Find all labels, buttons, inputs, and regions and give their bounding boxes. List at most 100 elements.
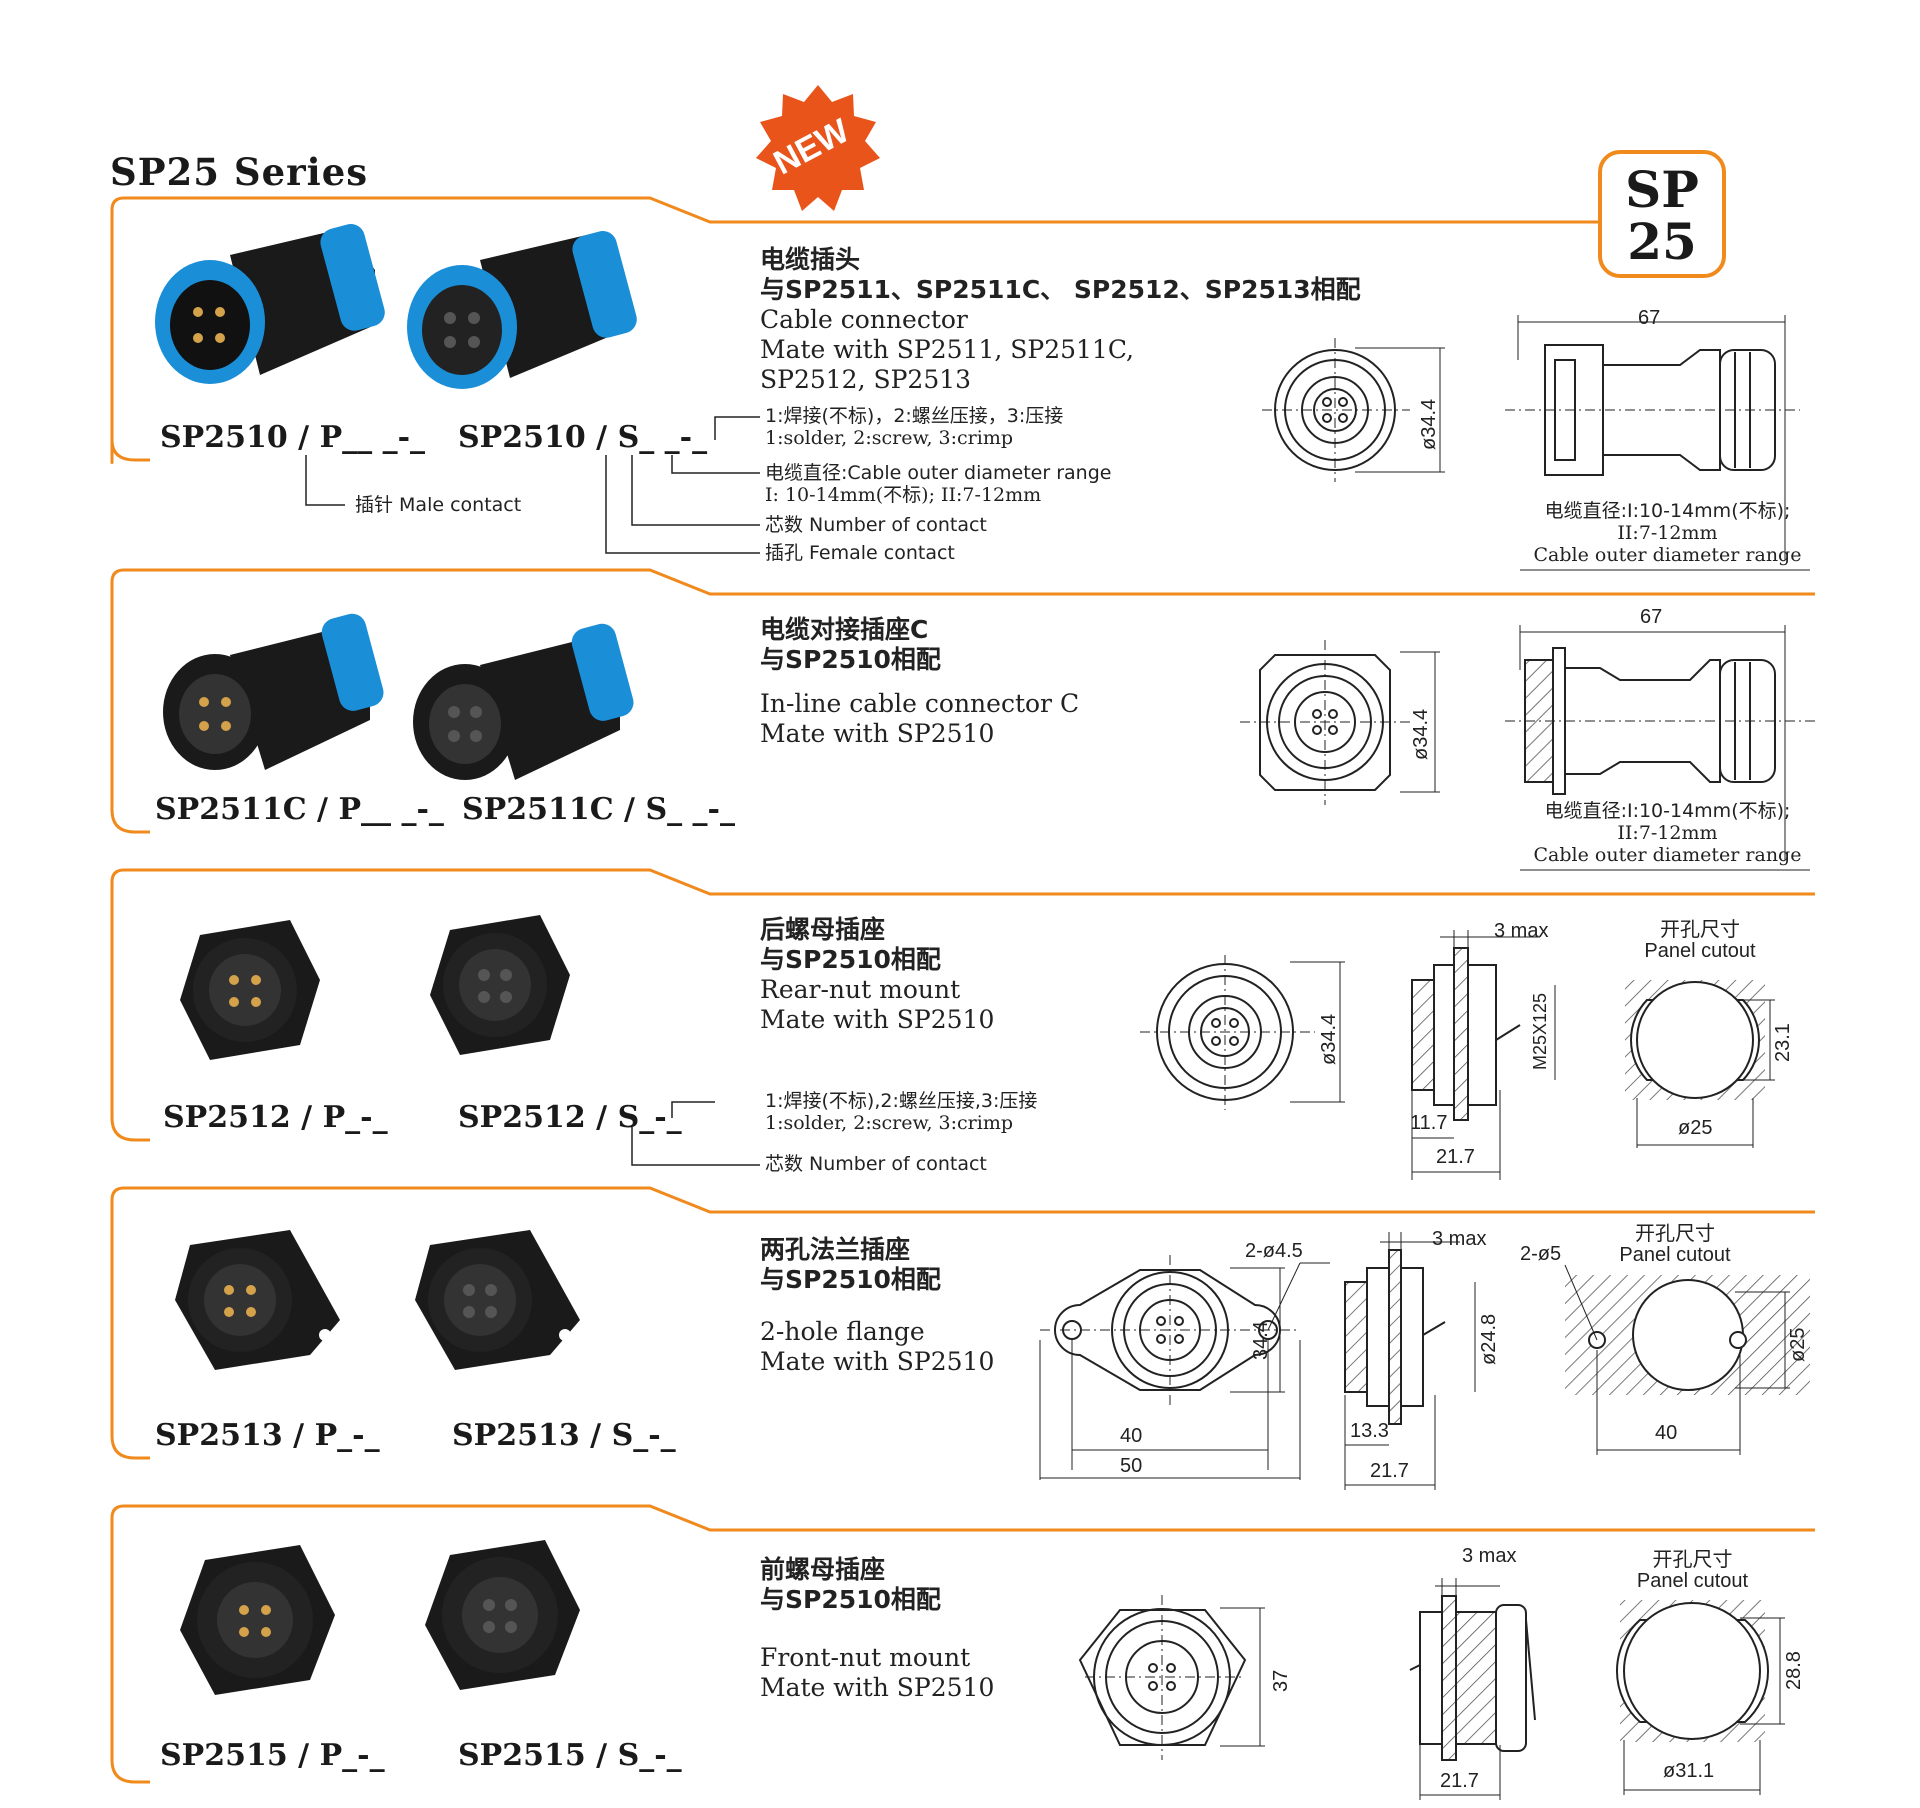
s3-model-female: SP2512 / S_-_ — [458, 1100, 682, 1135]
s5-description: 前螺母插座 与SP2510相配 Front-nut mount Mate wit… — [760, 1555, 994, 1703]
series-badge-line1: SP — [1625, 160, 1699, 219]
s2-dim-length: 67 — [1640, 606, 1663, 628]
s3-mate-cn: 与SP2510相配 — [760, 945, 941, 974]
s4-cutout-width: 40 — [1655, 1422, 1678, 1444]
s4-title-en: 2-hole flange — [760, 1317, 925, 1346]
s4-side-view — [1344, 1232, 1476, 1490]
s3-note-contact-type-cn: 1:焊接(不标),2:螺丝压接,3:压接 — [765, 1090, 1038, 1112]
s1-note-male: 插针 Male contact — [355, 494, 522, 516]
s1-note-contact-type-en: 1:solder, 2:screw, 3:crimp — [765, 427, 1014, 449]
s4-title-cn: 两孔法兰插座 — [760, 1235, 911, 1264]
s1-note-contact-type: 1:焊接(不标)，2:螺丝压接，3:压接 1:solder, 2:screw, … — [765, 405, 1063, 449]
s1-model-female: SP2510 / S_ _-_ — [458, 420, 708, 455]
s3-side-view — [1411, 930, 1556, 1180]
callout-leaders-s1 — [305, 416, 760, 554]
s4-model-female: SP2513 / S_-_ — [452, 1418, 676, 1453]
s1-cable-spec: 电缆直径:I:10-14mm(不标); II:7-12mm Cable oute… — [1520, 500, 1815, 566]
s3-panel-cutout — [1625, 980, 1775, 1148]
s3-cutout-cn: 开孔尺寸 — [1660, 917, 1740, 941]
s1-note-contact-type-cn: 1:焊接(不标)，2:螺丝压接，3:压接 — [765, 405, 1064, 427]
s4-dim-w1: 40 — [1120, 1425, 1143, 1447]
s1-dim-diameter: ø34.4 — [1418, 398, 1440, 450]
s1-title-en: Cable connector — [760, 305, 968, 334]
s3-cutout-en: Panel cutout — [1644, 940, 1756, 962]
s5-dim-height: 37 — [1270, 1669, 1292, 1692]
s5-mate-cn: 与SP2510相配 — [760, 1585, 941, 1614]
s2-title-cn: 电缆对接插座C — [760, 615, 929, 644]
s1-mate-en-2: SP2512, SP2513 — [760, 365, 972, 394]
s5-cutout-label: 开孔尺寸 Panel cutout — [1620, 1548, 1765, 1592]
s4-flange-female-photo — [415, 1230, 580, 1370]
s1-model-male: SP2510 / P__ _-_ — [160, 420, 426, 455]
s4-description: 两孔法兰插座 与SP2510相配 2-hole flange Mate with… — [760, 1235, 994, 1377]
s2-connector-male-photo — [163, 613, 384, 770]
s3-dim-b: 21.7 — [1436, 1146, 1475, 1168]
s3-dim-max: 3 max — [1494, 920, 1549, 942]
s2-front-view — [1240, 640, 1440, 805]
s5-model-female: SP2515 / S_-_ — [458, 1738, 682, 1773]
s4-mate-cn: 与SP2510相配 — [760, 1265, 941, 1294]
series-title: SP25 Series — [110, 150, 369, 194]
s5-model-male: SP2515 / P_-_ — [160, 1738, 385, 1773]
s1-mate-cn: 与SP2511、SP2511C、 SP2512、SP2513相配 — [760, 275, 1361, 304]
s2-cable-spec-cn: 电缆直径:I:10-14mm(不标); — [1544, 800, 1791, 822]
s3-mate-en: Mate with SP2510 — [760, 1005, 995, 1034]
s4-dim-a: 13.3 — [1350, 1420, 1389, 1442]
s1-note-cable-cn: 电缆直径:Cable outer diameter range — [765, 462, 1112, 484]
s2-mate-cn: 与SP2510相配 — [760, 645, 941, 674]
s3-title-cn: 后螺母插座 — [760, 915, 886, 944]
s2-cable-spec-ii: II:7-12mm — [1617, 822, 1718, 844]
s4-model-male: SP2513 / P_-_ — [155, 1418, 380, 1453]
s2-dim-diameter: ø34.4 — [1410, 708, 1432, 760]
s5-dim-max: 3 max — [1462, 1545, 1517, 1567]
s5-front-nut-female-photo — [425, 1540, 580, 1690]
s2-side-view — [1505, 625, 1815, 871]
s1-note-cable-en: I: 10-14mm(不标); II:7-12mm — [765, 484, 1042, 506]
s3-cutout-label: 开孔尺寸 Panel cutout — [1630, 918, 1770, 962]
s1-note-number: 芯数 Number of contact — [765, 514, 987, 536]
s3-model-male: SP2512 / P_-_ — [163, 1100, 388, 1135]
s4-dim-holes: 2-ø4.5 — [1245, 1240, 1303, 1262]
s3-cutout-height: 23.1 — [1772, 1023, 1794, 1062]
s2-connector-female-photo — [413, 623, 634, 780]
s5-cutout-diameter: ø31.1 — [1663, 1760, 1715, 1782]
s1-side-view — [1505, 315, 1810, 571]
s1-plug-male-photo — [155, 223, 385, 384]
s1-note-cable: 电缆直径:Cable outer diameter range I: 10-14… — [765, 462, 1111, 506]
s3-rear-nut-female-photo — [430, 915, 570, 1055]
s3-cutout-diameter: ø25 — [1678, 1117, 1713, 1139]
s4-dim-height: 34.4 — [1250, 1321, 1272, 1360]
s1-cable-spec-cn: 电缆直径:I:10-14mm(不标); — [1544, 500, 1791, 522]
s3-description: 后螺母插座 与SP2510相配 Rear-nut mount Mate with… — [760, 915, 994, 1035]
s2-title-en: In-line cable connector C — [760, 689, 1080, 718]
s5-title-en: Front-nut mount — [760, 1643, 971, 1672]
callout-leaders-s3 — [631, 1101, 760, 1166]
s1-description: 电缆插头 与SP2511、SP2511C、 SP2512、SP2513相配 Ca… — [760, 245, 1361, 395]
s3-front-view — [1140, 955, 1345, 1110]
s3-note-contact-type: 1:焊接(不标),2:螺丝压接,3:压接 1:solder, 2:screw, … — [765, 1090, 1037, 1134]
s4-panel-cutout — [1564, 1264, 1810, 1455]
s3-note-contact-type-en: 1:solder, 2:screw, 3:crimp — [765, 1112, 1014, 1134]
s4-dim-diameter: ø24.8 — [1478, 1313, 1500, 1365]
s4-cutout-diameter: ø25 — [1787, 1327, 1809, 1362]
series-badge-line2: 25 — [1627, 212, 1697, 271]
s5-panel-cutout — [1616, 1600, 1785, 1795]
s3-rear-nut-male-photo — [180, 920, 320, 1060]
series-badge: SP 25 — [1598, 150, 1726, 278]
s4-dim-b: 21.7 — [1370, 1460, 1409, 1482]
s3-dim-a: 11.7 — [1410, 1112, 1448, 1134]
s5-title-cn: 前螺母插座 — [760, 1555, 886, 1584]
s3-title-en: Rear-nut mount — [760, 975, 961, 1004]
s4-cutout-holes: 2-ø5 — [1520, 1243, 1562, 1265]
s5-cutout-height: 28.8 — [1783, 1651, 1805, 1690]
s3-dim-thread: M25X125 — [1530, 992, 1550, 1070]
s5-front-view — [1078, 1595, 1265, 1760]
s2-cable-spec-en: Cable outer diameter range — [1533, 844, 1802, 866]
new-starburst-icon — [756, 85, 880, 211]
s5-mate-en: Mate with SP2510 — [760, 1673, 995, 1702]
s1-dim-length: 67 — [1638, 307, 1661, 329]
s5-cutout-en: Panel cutout — [1636, 1570, 1749, 1592]
s1-mate-en-1: Mate with SP2511, SP2511C, — [760, 335, 1134, 364]
s1-plug-female-photo — [407, 230, 637, 389]
s2-model-female: SP2511C / S_ _-_ — [462, 792, 736, 827]
